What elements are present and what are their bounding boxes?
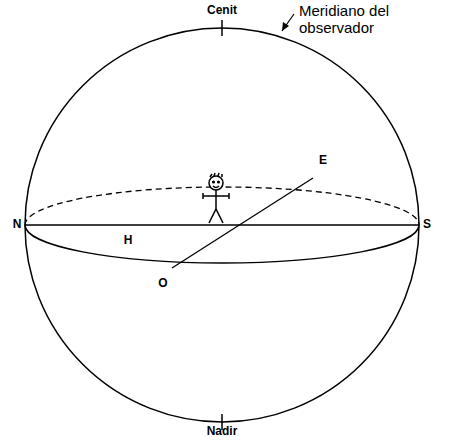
observer-figure bbox=[203, 173, 229, 223]
meridian-label: Meridiano del observador bbox=[299, 3, 419, 36]
cardinal-label: N bbox=[13, 218, 22, 231]
north-south-line bbox=[25, 224, 419, 225]
cardinal-label: E bbox=[319, 154, 327, 167]
horizon-back bbox=[25, 187, 419, 225]
horizon-label: H bbox=[124, 234, 133, 247]
zenith-tick bbox=[221, 20, 223, 36]
leader-line bbox=[282, 14, 294, 31]
horizon-front bbox=[25, 225, 419, 263]
zenith-label: Cenit bbox=[207, 4, 237, 17]
cardinal-label: S bbox=[423, 218, 431, 231]
meridian-circle bbox=[25, 28, 419, 422]
leader-arrowhead bbox=[282, 22, 289, 31]
nadir-label: Nadir bbox=[207, 425, 238, 438]
east-west-line bbox=[172, 178, 313, 268]
cardinal-label: O bbox=[158, 277, 167, 290]
